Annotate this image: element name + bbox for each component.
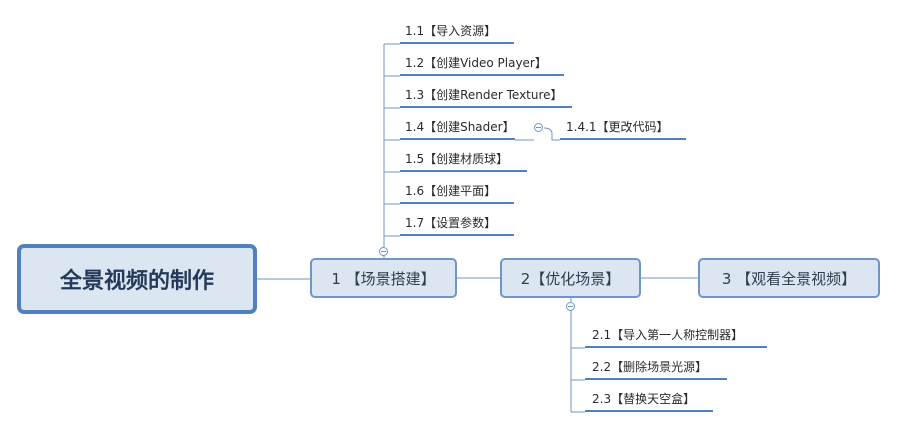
collapse-branch-1-icon[interactable] — [379, 247, 388, 256]
subtopic-1-7[interactable]: 1.7【设置参数】 — [400, 214, 514, 236]
subtopic-2-3[interactable]: 2.3【替换天空盒】 — [585, 390, 713, 412]
subtopic-1-5[interactable]: 1.5【创建材质球】 — [400, 150, 527, 172]
branch-1-topic[interactable]: 1 【场景搭建】 — [310, 258, 457, 298]
collapse-1-4-icon[interactable] — [534, 123, 543, 132]
subtopic-1-2[interactable]: 1.2【创建Video Player】 — [400, 54, 564, 76]
collapse-branch-2-icon[interactable] — [566, 302, 575, 311]
subtopic-1-1[interactable]: 1.1【导入资源】 — [400, 22, 514, 44]
subtopic-2-2[interactable]: 2.2【删除场景光源】 — [585, 358, 727, 380]
root-topic[interactable]: 全景视频的制作 — [17, 244, 257, 314]
subtopic-1-3[interactable]: 1.3【创建Render Texture】 — [400, 86, 572, 108]
branch-3-topic[interactable]: 3 【观看全景视频】 — [698, 258, 880, 298]
subtopic-1-4-1[interactable]: 1.4.1【更改代码】 — [560, 118, 686, 140]
subtopic-1-4[interactable]: 1.4【创建Shader】 — [400, 118, 515, 140]
subtopic-2-1[interactable]: 2.1【导入第一人称控制器】 — [585, 326, 767, 348]
branch-2-topic[interactable]: 2【优化场景】 — [500, 258, 641, 298]
connector-1-4-1-elbow — [543, 127, 560, 141]
subtopic-1-6[interactable]: 1.6【创建平面】 — [400, 182, 514, 204]
